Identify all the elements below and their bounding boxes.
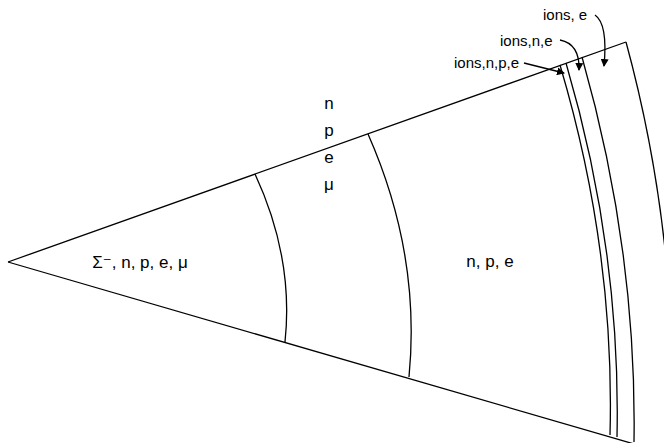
shell-region: n, p, e bbox=[466, 252, 513, 272]
lower-edge bbox=[8, 262, 664, 443]
callout-label: ions,n,e bbox=[498, 32, 555, 49]
composition-text: n p e μ bbox=[323, 90, 335, 198]
callout-label: ions, e bbox=[541, 6, 589, 23]
composition-text: Σ⁻, n, p, e, μ bbox=[92, 252, 187, 273]
shell-boundary bbox=[255, 174, 287, 342]
shell-boundary bbox=[560, 65, 610, 435]
composition-text: n, p, e bbox=[466, 252, 513, 272]
shell-region: n p e μ bbox=[323, 90, 335, 198]
surface-boundary bbox=[626, 42, 664, 443]
leader-arrow bbox=[524, 63, 564, 73]
callout-label: ions,n,p,e bbox=[452, 54, 521, 71]
leader-arrow bbox=[560, 40, 579, 70]
upper-edge bbox=[8, 42, 626, 262]
shell-boundary bbox=[368, 134, 411, 377]
shell-boundary bbox=[566, 63, 617, 437]
shell-boundary bbox=[582, 57, 634, 442]
shell-region: Σ⁻, n, p, e, μ bbox=[92, 252, 187, 273]
leader-arrow bbox=[595, 15, 605, 66]
